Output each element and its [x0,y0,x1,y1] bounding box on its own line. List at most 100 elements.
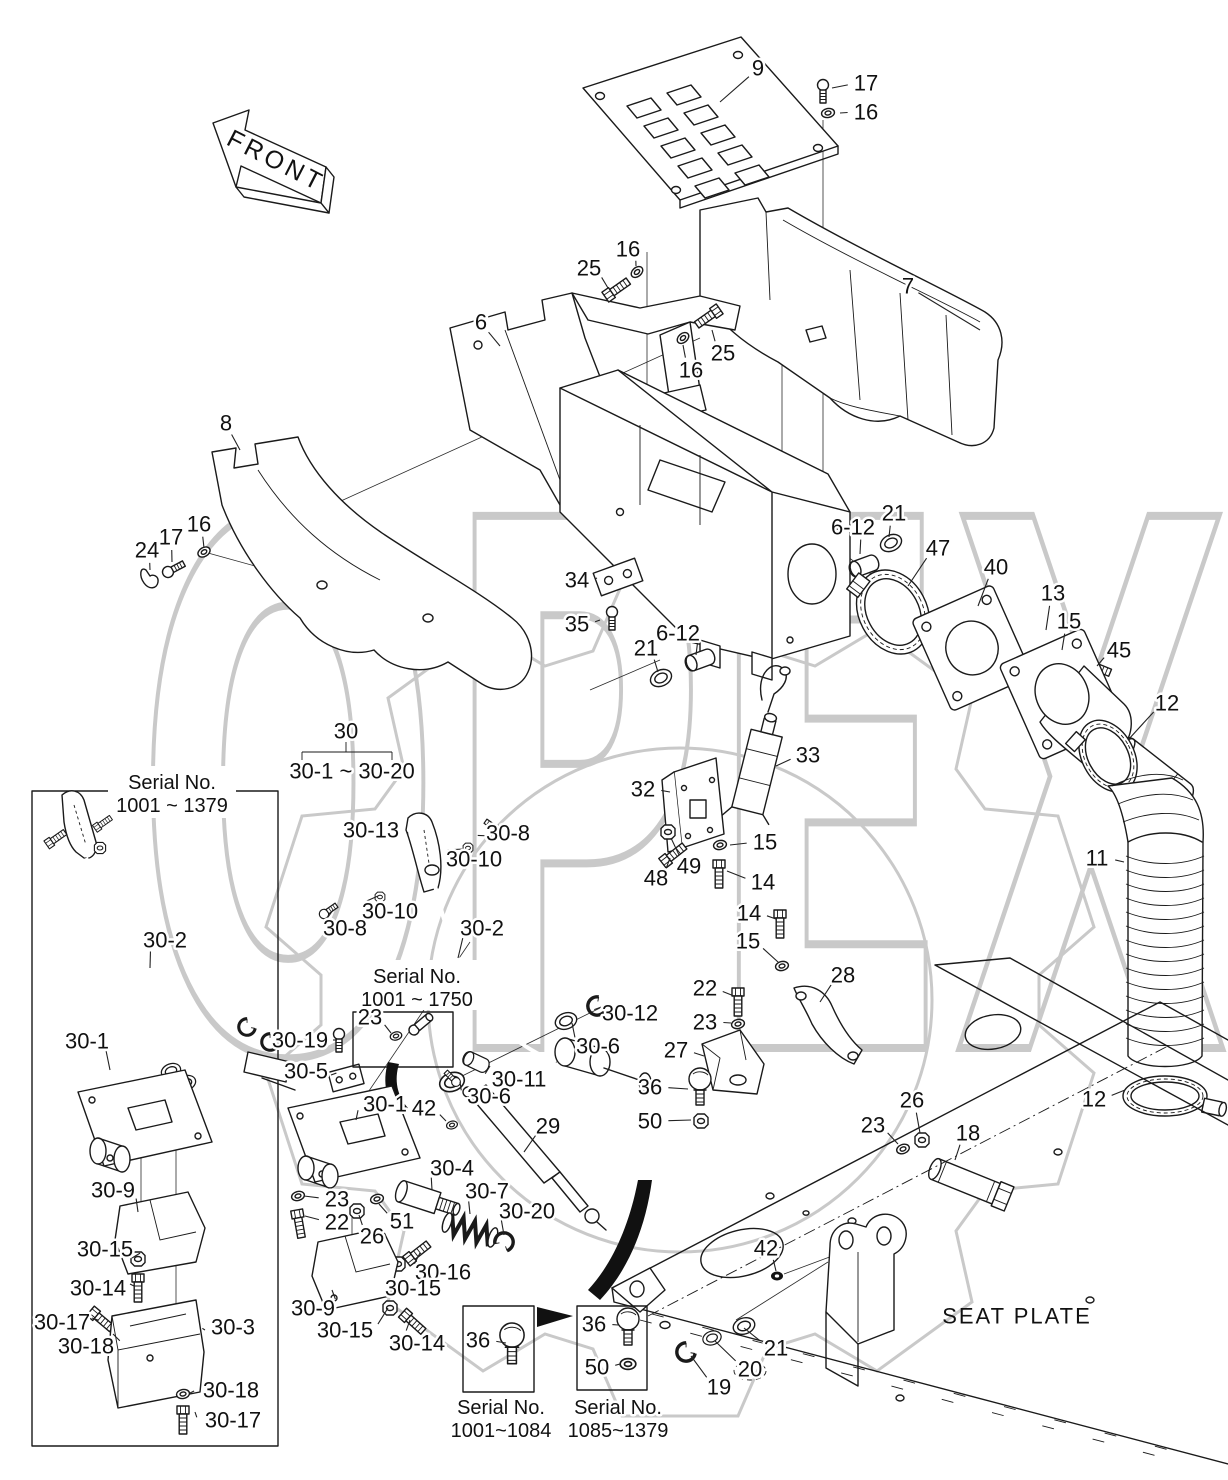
bolt-30-17-part [176,1405,190,1435]
callout-25: 25 [577,256,601,281]
group-30-range: 30-1 ~ 30-20 [289,759,414,784]
bolt-part [91,813,114,833]
plate-34-part [592,557,644,597]
callout-12: 12 [1082,1087,1106,1112]
callout-30-15: 30-15 [77,1237,133,1262]
callout-6: 6 [475,310,487,335]
leader-line [711,329,716,342]
leader-line [1115,859,1125,863]
callout-40: 40 [984,555,1008,580]
black-arrow-between-boxes [537,1307,573,1327]
serial-bl-line2: 1001~1084 [451,1420,552,1442]
lever-group-left: Serial No. 1001 ~ 1379 [31,766,296,1447]
leader-line [413,1252,421,1264]
leader-line [202,536,205,549]
callout-30-4: 30-4 [430,1156,474,1181]
callout-48: 48 [644,866,668,891]
seat-plate: SEAT PLATE [611,957,1228,1465]
callout-30-6: 30-6 [467,1084,511,1109]
leader-line [726,870,746,879]
callout-16: 16 [679,358,703,383]
callout-9: 9 [752,56,764,81]
leader-line [500,1220,505,1236]
callout-15: 15 [1057,609,1081,634]
eclip-19-part [671,1339,699,1367]
leader-line [405,1319,411,1331]
leader-line [668,1087,689,1090]
callout-16: 16 [854,100,878,125]
leader-line [331,1289,336,1300]
callout-36: 36 [582,1312,606,1337]
leader-line [304,1215,320,1221]
leader-line [366,895,379,902]
callout-30-5: 30-5 [284,1059,328,1084]
lever-group-middle: Serial No. 1001 ~ 1750 [287,812,652,1337]
callout-21: 21 [882,501,906,526]
serial-left-line1: Serial No. [128,772,216,794]
leader-line [615,1363,621,1366]
grease-fitting-part [408,1012,434,1036]
callout-26: 26 [900,1088,924,1113]
leader-line [601,277,609,289]
leader-line [661,789,671,793]
serial-box-middle-text-bg [350,960,484,1010]
callout-30-1: 30-1 [363,1092,407,1117]
callout-30-9: 30-9 [291,1296,335,1321]
leader-line [915,1112,921,1134]
pivot-part [554,1037,652,1092]
leader-line [430,1177,433,1191]
nut-part [93,841,107,855]
callout-51: 51 [390,1209,414,1234]
callout-12: 12 [1155,691,1179,716]
bolt-30-14-part [131,1273,145,1303]
callout-18: 18 [956,1121,980,1146]
callout-30-19: 30-19 [272,1028,328,1053]
bolt-part [43,827,69,850]
seat-mount-parts [688,985,1015,1212]
callout-33: 33 [796,743,820,768]
switch-assembly [658,665,791,973]
leader-line [303,1195,319,1199]
callout-17: 17 [854,71,878,96]
leader-line [1096,657,1105,667]
leader-line [484,1065,491,1074]
callout-15: 15 [753,830,777,855]
callout-30-10: 30-10 [362,899,418,924]
strap-28-part [793,985,863,1065]
leader-line [439,1114,447,1122]
serial-br-line2: 1085~1379 [568,1420,669,1442]
callout-19: 19 [707,1375,731,1400]
callout-30-18: 30-18 [203,1378,259,1403]
callout-30-11: 30-11 [492,1067,547,1092]
serial-left-line2: 1001 ~ 1379 [116,795,228,817]
black-arrow-big [588,1180,652,1300]
callout-34: 34 [565,568,589,593]
leader-line [954,1144,961,1161]
callout-28: 28 [831,963,855,988]
part-7-side-panel [699,197,1003,447]
clip-24-part [140,568,159,589]
callout-layer: 917162516616257824171634356-122147401315… [31,53,1181,1435]
callout-30-1: 30-1 [65,1029,109,1054]
leader-line [358,1214,363,1226]
leader-line [384,1024,392,1034]
leader-line [839,111,848,114]
clamp-47-part [846,569,931,655]
callout-17: 17 [159,525,183,550]
leader-line [670,837,680,856]
callout-30-17: 30-17 [34,1310,90,1335]
callout-7: 7 [902,274,914,299]
callout-15: 15 [736,929,760,954]
callout-30-15: 30-15 [385,1276,441,1301]
leader-line [977,578,989,607]
leader-line [772,1259,777,1272]
leader-line [819,984,832,1003]
callout-30-15: 30-15 [317,1318,373,1343]
leader-line [1045,605,1051,631]
part-8-left-cover [211,436,533,691]
callout-16: 16 [187,512,211,537]
leader-line [762,948,779,963]
clamp-12-top-part [1064,719,1138,793]
callout-30-13: 30-13 [343,818,399,843]
washer-50-part [619,1357,637,1371]
